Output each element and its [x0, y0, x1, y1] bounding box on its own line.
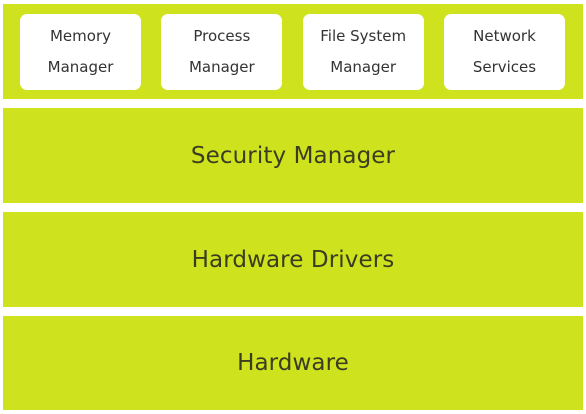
hardware-layer: Hardware [3, 316, 583, 410]
layer-label: Hardware [237, 350, 349, 376]
network-services-box: Network Services [443, 13, 565, 90]
module-label-line1: Memory [49, 26, 111, 45]
module-label-line1: Process [193, 26, 251, 45]
file-system-manager-box: File System Manager [302, 13, 424, 90]
module-label-line2: Services [472, 57, 537, 76]
module-label-line2: Manager [330, 57, 397, 76]
layer-label: Security Manager [190, 142, 396, 169]
security-manager-layer: Security Manager [3, 108, 583, 203]
hardware-drivers-layer: Hardware Drivers [3, 212, 583, 307]
layer-label: Hardware Drivers [191, 246, 395, 273]
module-label-line1: Network [473, 26, 536, 45]
module-label-line2: Manager [47, 57, 114, 76]
memory-manager-box: Memory Manager [20, 13, 141, 90]
module-label-line1: File System [320, 26, 407, 45]
process-manager-box: Process Manager [161, 13, 283, 90]
services-layer: Memory Manager Process Manager File Syst… [3, 4, 583, 99]
module-label-line2: Manager [188, 57, 255, 76]
